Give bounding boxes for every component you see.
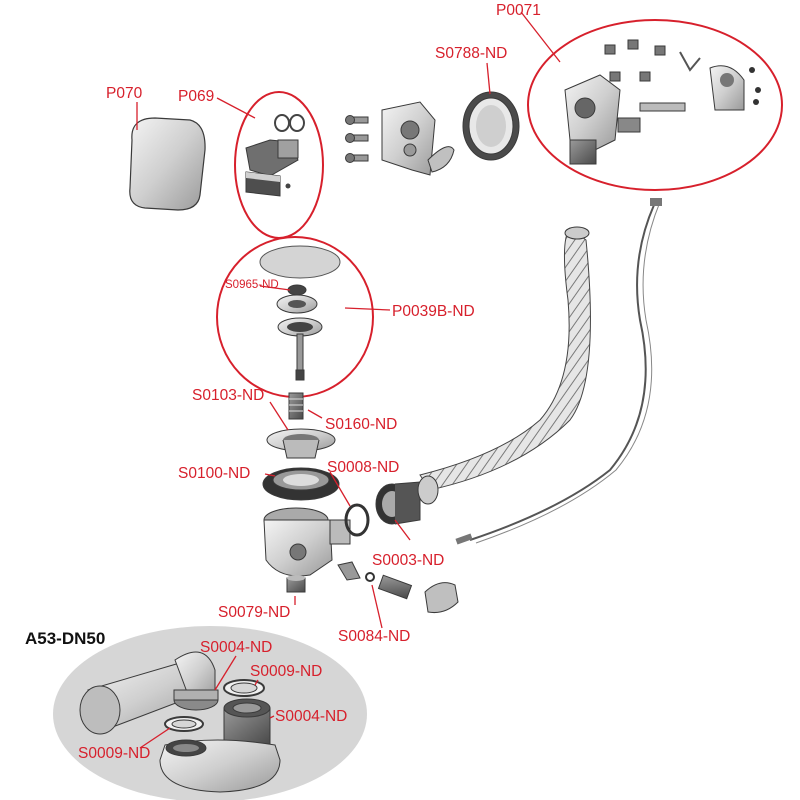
flange-s0103 — [266, 428, 336, 459]
label-s0965: S0965-ND — [225, 279, 279, 291]
nut-s0004-top — [173, 689, 219, 711]
label-s0160: S0160-ND — [325, 416, 397, 433]
waste-body — [263, 507, 351, 577]
nut-s0003 — [375, 481, 421, 525]
label-s0009-top: S0009-ND — [250, 663, 322, 680]
siphon-base — [159, 739, 281, 793]
label-s0009-left: S0009-ND — [78, 745, 150, 762]
label-s0103: S0103-ND — [192, 387, 264, 404]
label-p0039b: P0039B-ND — [392, 303, 475, 320]
plug-group-p0039b — [216, 236, 374, 398]
overflow-assembly-p069 — [234, 91, 324, 239]
nut-s0004-right — [223, 698, 271, 745]
siphon-group-a53 — [53, 626, 367, 800]
label-p070: P070 — [106, 85, 143, 102]
leader-lines — [136, 11, 561, 749]
label-s0079: S0079-ND — [218, 604, 290, 621]
corrugated-hose — [417, 226, 591, 505]
elbow-pipe — [79, 651, 216, 735]
label-p0071: P0071 — [496, 2, 541, 19]
spring-s0160 — [288, 392, 304, 420]
label-s0008: S0008-ND — [327, 459, 399, 476]
overflow-housing — [381, 101, 455, 176]
ring-s0009-top — [223, 679, 265, 697]
ring-s0009-left — [164, 716, 204, 732]
label-a53: A53-DN50 — [25, 629, 105, 648]
label-s0100: S0100-ND — [178, 465, 250, 482]
label-s0788: S0788-ND — [435, 45, 507, 62]
ring-s0008 — [344, 503, 370, 537]
gasket-s0100 — [262, 467, 340, 501]
overflow-cover-p070 — [129, 117, 206, 211]
control-cable — [455, 198, 662, 545]
label-s0004-right: S0004-ND — [275, 708, 347, 725]
gasket-s0788 — [462, 91, 520, 161]
label-s0003: S0003-ND — [372, 552, 444, 569]
nut-s0079 — [286, 575, 306, 593]
overflow-group-p0071 — [527, 19, 783, 191]
label-p069: P069 — [178, 88, 214, 105]
cable-end-s0084 — [337, 561, 459, 613]
screws — [345, 115, 369, 163]
label-s0004-top: S0004-ND — [200, 639, 272, 656]
labels: P0071 S0788-ND P070 P069 S0965-ND P0039B… — [25, 2, 541, 762]
label-s0084: S0084-ND — [338, 628, 410, 645]
